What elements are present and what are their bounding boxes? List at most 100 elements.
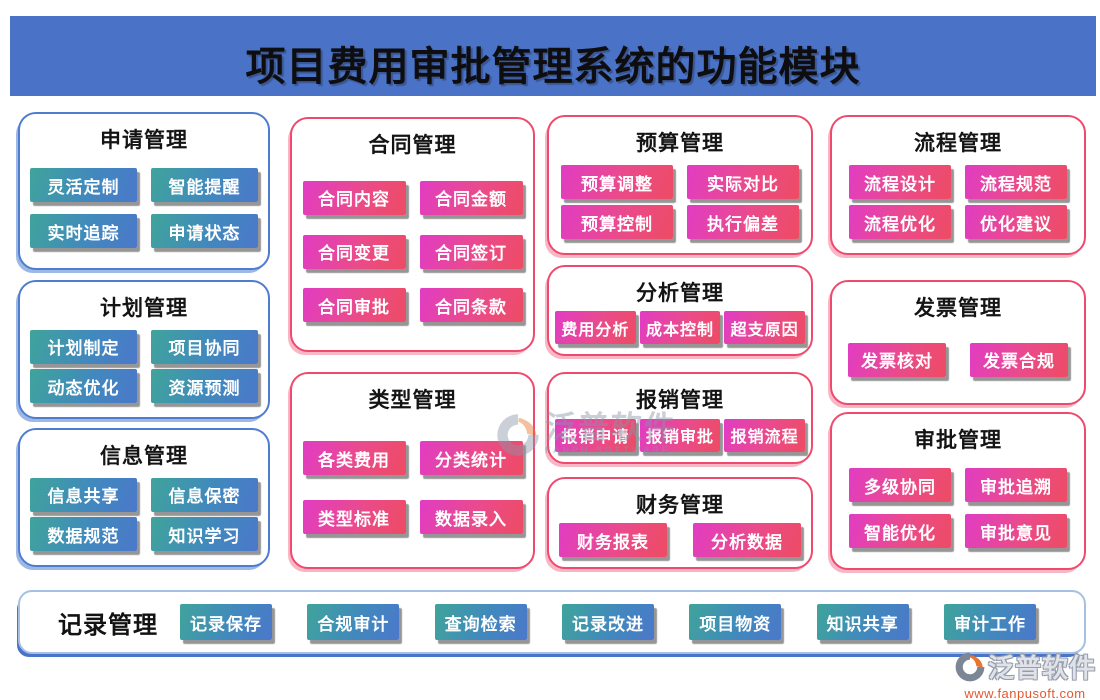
feature-button[interactable]: 灵活定制 (30, 168, 137, 202)
button-row: 多级协同 审批追溯 (842, 468, 1074, 502)
button-row: 实时追踪 申请状态 (30, 214, 258, 248)
card-title: 申请管理 (100, 129, 188, 152)
feature-button[interactable]: 费用分析 (555, 311, 636, 344)
card-body: 多级协同 审批追溯 智能优化 审批意见 (832, 454, 1084, 568)
brand-row: 泛普软件 (954, 648, 1096, 685)
feature-button[interactable]: 类型标准 (302, 500, 406, 534)
button-row: 信息共享 信息保密 (30, 477, 258, 512)
feature-button[interactable]: 数据规范 (30, 517, 137, 552)
feature-button[interactable]: 超支原因 (724, 311, 806, 344)
feature-button[interactable]: 实时追踪 (30, 214, 137, 248)
button-row: 智能优化 审批意见 (842, 514, 1074, 548)
card-title: 审批管理 (914, 429, 1002, 452)
feature-button[interactable]: 知识学习 (151, 517, 258, 552)
card-title: 分析管理 (636, 282, 724, 305)
feature-button[interactable]: 流程优化 (849, 205, 951, 239)
feature-button[interactable]: 预算控制 (561, 205, 673, 239)
feature-button[interactable]: 报销审批 (639, 418, 721, 452)
card-process-management: 流程管理 流程设计 流程规范 流程优化 优化建议 (830, 115, 1086, 255)
card-title: 财务管理 (636, 494, 724, 517)
feature-button[interactable]: 信息保密 (151, 477, 258, 512)
feature-button[interactable]: 记录改进 (561, 604, 654, 640)
card-body: 财务报表 分析数据 (549, 519, 811, 567)
feature-button[interactable]: 审批意见 (965, 514, 1067, 548)
button-row: 计划制定 项目协同 (30, 329, 258, 364)
feature-button[interactable]: 流程设计 (849, 165, 951, 199)
card-body: 发票核对 发票合规 (832, 322, 1084, 403)
button-row: 发票核对 发票合规 (842, 342, 1074, 377)
card-title: 发票管理 (914, 297, 1002, 320)
card-title: 合同管理 (368, 134, 457, 157)
record-management-bar: 记录管理 记录保存 合规审计 查询检索 记录改进 项目物资 知识共享 审计工作 (18, 590, 1086, 654)
feature-button[interactable]: 流程规范 (965, 165, 1067, 199)
button-row: 灵活定制 智能提醒 (30, 168, 258, 202)
record-bar-title: 记录管理 (58, 611, 158, 639)
button-row: 报销申请 报销审批 报销流程 (553, 418, 807, 452)
feature-button[interactable]: 项目物资 (689, 604, 782, 640)
feature-button[interactable]: 报销申请 (555, 418, 636, 452)
button-row: 预算控制 执行偏差 (559, 205, 801, 239)
feature-button[interactable]: 财务报表 (559, 523, 667, 557)
button-row: 费用分析 成本控制 超支原因 (553, 311, 807, 344)
feature-button[interactable]: 审批追溯 (965, 468, 1067, 502)
feature-button[interactable]: 记录保存 (180, 604, 272, 640)
button-row: 预算调整 实际对比 (559, 165, 801, 199)
button-row: 各类费用 分类统计 (302, 441, 523, 475)
feature-button[interactable]: 查询检索 (434, 604, 527, 640)
feature-button[interactable]: 实际对比 (687, 165, 799, 199)
card-body: 各类费用 分类统计 类型标准 数据录入 (292, 414, 533, 567)
feature-button[interactable]: 优化建议 (965, 205, 1067, 239)
feature-button[interactable]: 计划制定 (30, 329, 137, 364)
feature-button[interactable]: 资源预测 (151, 369, 258, 404)
feature-button[interactable]: 申请状态 (151, 214, 258, 248)
feature-button[interactable]: 合同金额 (419, 180, 523, 215)
feature-button[interactable]: 合规审计 (307, 604, 400, 640)
card-body: 流程设计 流程规范 流程优化 优化建议 (832, 157, 1084, 253)
card-invoice-management: 发票管理 发票核对 发票合规 (830, 280, 1086, 405)
button-row: 财务报表 分析数据 (559, 523, 801, 557)
feature-button[interactable]: 智能优化 (849, 514, 951, 548)
feature-button[interactable]: 合同内容 (302, 180, 406, 215)
feature-button[interactable]: 成本控制 (639, 311, 721, 344)
feature-button[interactable]: 合同条款 (419, 288, 523, 323)
card-title: 报销管理 (636, 389, 724, 412)
card-body: 预算调整 实际对比 预算控制 执行偏差 (549, 157, 811, 253)
feature-button[interactable]: 合同签订 (419, 234, 523, 269)
card-body: 费用分析 成本控制 超支原因 (549, 307, 811, 354)
card-title: 预算管理 (636, 132, 724, 155)
brand-logo-icon (955, 652, 985, 681)
feature-button[interactable]: 数据录入 (419, 500, 523, 534)
button-row: 动态优化 资源预测 (30, 369, 258, 404)
button-row: 流程优化 优化建议 (842, 205, 1074, 239)
brand-url: www.fanpusoft.com (964, 686, 1086, 700)
brand-name: 泛普软件 (987, 653, 1096, 683)
feature-button[interactable]: 知识共享 (816, 604, 909, 640)
feature-button[interactable]: 预算调整 (561, 165, 673, 199)
feature-button[interactable]: 合同变更 (302, 234, 406, 269)
card-body: 合同内容 合同金额 合同变更 合同签订 合同审批 合同条款 (292, 159, 533, 350)
feature-button[interactable]: 分类统计 (419, 441, 523, 475)
button-row: 类型标准 数据录入 (302, 500, 523, 534)
feature-button[interactable]: 动态优化 (30, 369, 137, 404)
feature-button[interactable]: 发票合规 (970, 342, 1068, 377)
feature-button[interactable]: 报销流程 (724, 418, 806, 452)
card-body: 计划制定 项目协同 动态优化 资源预测 (20, 322, 268, 417)
feature-button[interactable]: 发票核对 (848, 342, 946, 377)
feature-button[interactable]: 项目协同 (151, 329, 258, 364)
card-title: 信息管理 (100, 445, 188, 468)
feature-button[interactable]: 审计工作 (943, 604, 1036, 640)
card-finance-management: 财务管理 财务报表 分析数据 (547, 477, 813, 569)
feature-button[interactable]: 分析数据 (693, 523, 801, 557)
card-reimbursement-management: 报销管理 报销申请 报销审批 报销流程 (547, 372, 813, 464)
feature-button[interactable]: 执行偏差 (687, 205, 799, 239)
feature-button[interactable]: 智能提醒 (151, 168, 258, 202)
feature-button[interactable]: 信息共享 (30, 477, 137, 512)
feature-button[interactable]: 合同审批 (302, 288, 406, 323)
card-analysis-management: 分析管理 费用分析 成本控制 超支原因 (547, 265, 813, 356)
button-row: 数据规范 知识学习 (30, 517, 258, 552)
card-title: 流程管理 (914, 132, 1002, 155)
record-bar-buttons: 记录保存 合规审计 查询检索 记录改进 项目物资 知识共享 审计工作 (180, 604, 1036, 640)
feature-button[interactable]: 各类费用 (302, 441, 406, 475)
feature-button[interactable]: 多级协同 (849, 468, 951, 502)
